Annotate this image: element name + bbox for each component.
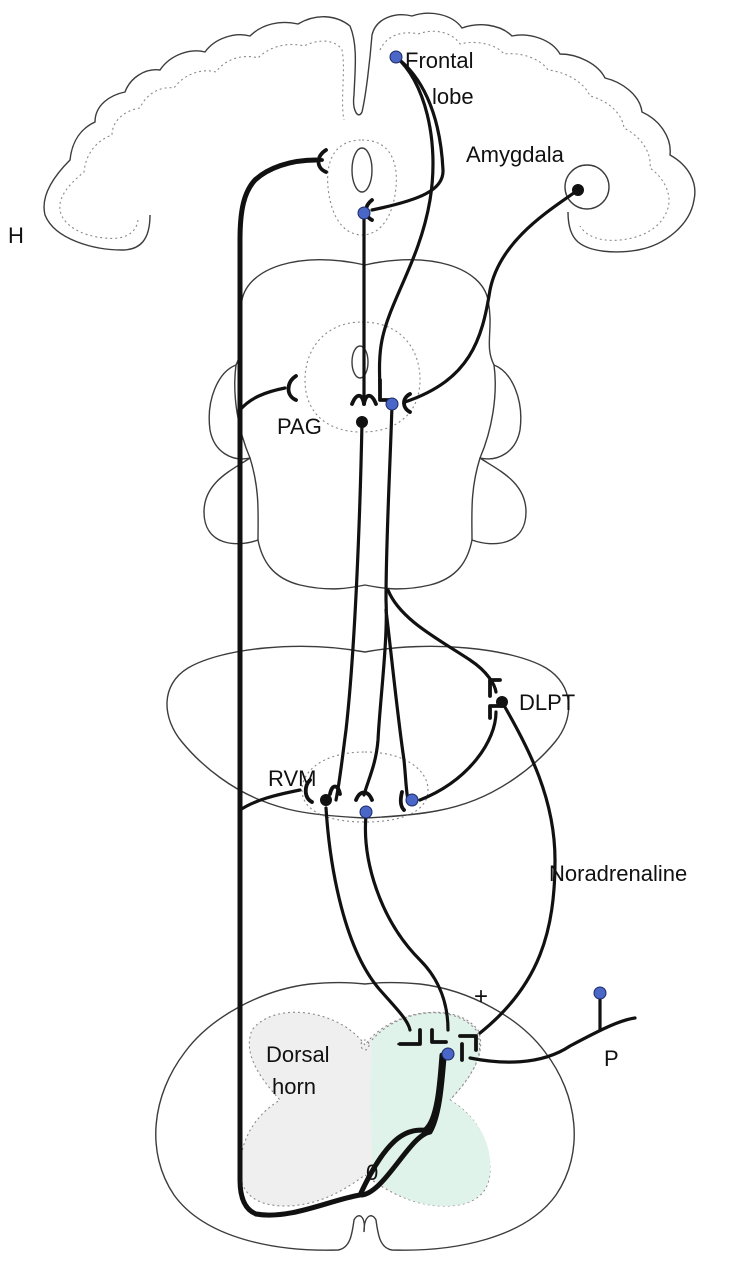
label-hypothalamus: H	[8, 223, 24, 248]
frontal-lobe-neuron	[390, 51, 402, 63]
third-ventricle	[352, 148, 372, 192]
rvm-neuron-right	[406, 794, 418, 806]
dlpt-neuron	[496, 696, 508, 708]
label-dlpt: DLPT	[519, 690, 575, 715]
dorsal-horn-interneuron	[442, 1048, 454, 1060]
label-pag: PAG	[277, 414, 322, 439]
primary-afferent-neuron	[594, 987, 606, 999]
label-rvm: RVM	[268, 766, 317, 791]
spinal-cord-section	[156, 983, 574, 1251]
hypothalamus-neuron	[358, 207, 370, 219]
label-plus: +	[474, 983, 488, 1010]
label-lobe: lobe	[432, 84, 474, 109]
label-dorsal: Dorsal	[266, 1042, 330, 1067]
label-amygdala: Amygdala	[466, 142, 565, 167]
rvm-neuron-blue	[360, 806, 372, 818]
label-noradrenaline: Noradrenaline	[549, 861, 687, 886]
label-minus: −	[396, 1031, 410, 1058]
pag-neuron-blue	[386, 398, 398, 410]
rvm-neuron-black	[320, 794, 332, 806]
label-horn: horn	[272, 1074, 316, 1099]
amygdala-neuron	[572, 184, 584, 196]
label-zero: 0	[366, 1160, 378, 1185]
pag-neuron-black	[356, 416, 368, 428]
label-frontal: Frontal	[405, 48, 473, 73]
label-primary-afferent: P	[604, 1046, 619, 1071]
